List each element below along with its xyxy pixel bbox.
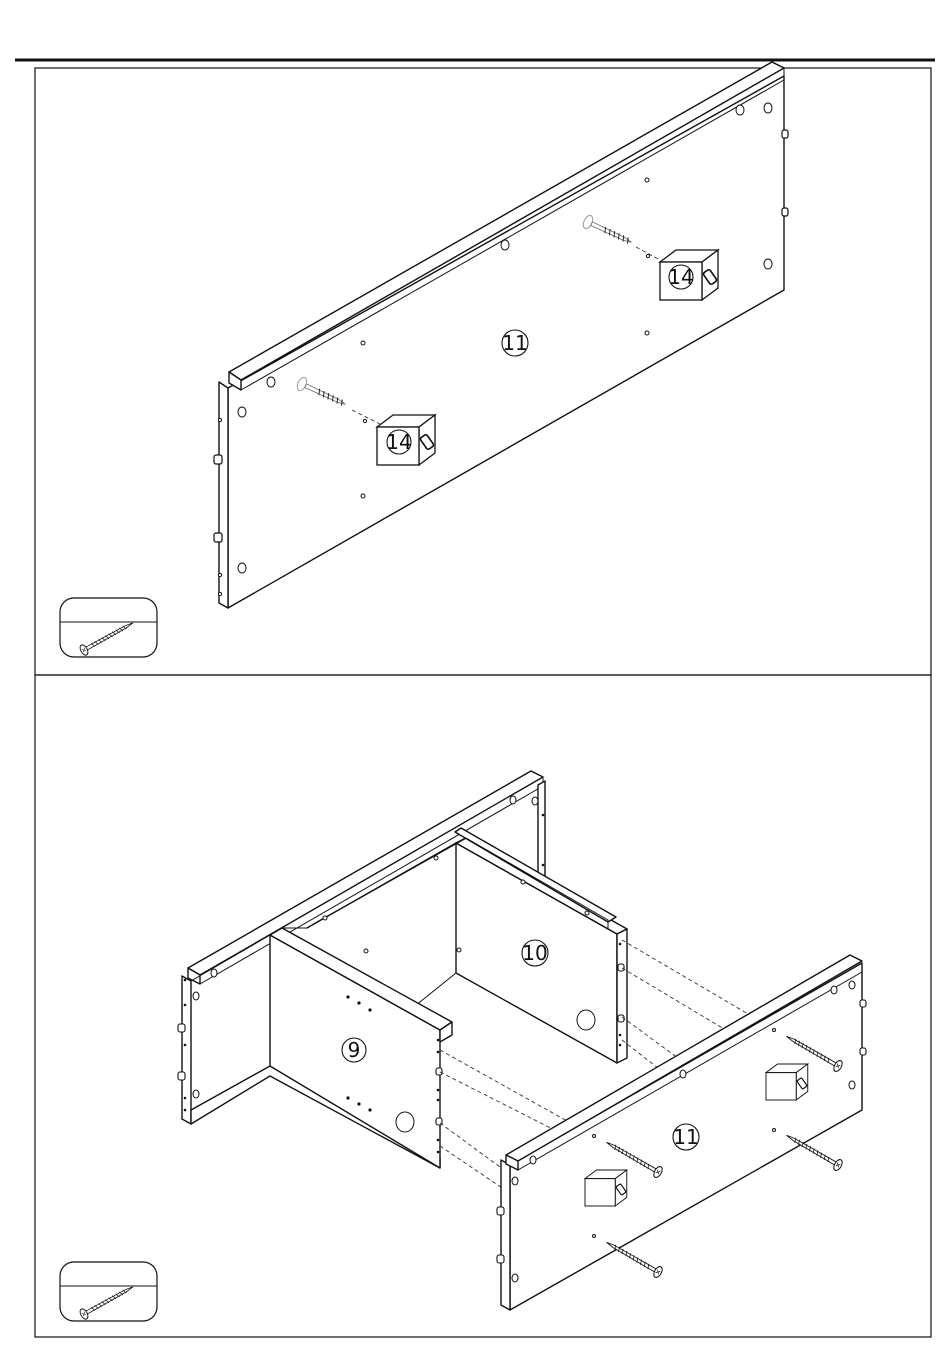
label-panel-main: 11 [502,331,527,355]
cam-block-right: 14 [660,250,718,300]
label-panel-front: 11 [673,1125,698,1149]
cam-block-left: 14 [377,415,435,465]
label-panel-back: 10 [522,941,547,965]
step-1-diagram: 14 14 11 [214,62,788,608]
label-block-left: 14 [386,430,411,454]
hardware-badge-step-1 [60,598,157,657]
label-block-right: 14 [668,265,693,289]
part-callout-11-step-2: 11 [673,1124,699,1150]
part-callout-10: 10 [522,940,548,966]
label-panel-left-side: 9 [348,1038,361,1062]
part-callout-11: 11 [502,330,528,356]
hardware-badge-step-2 [60,1262,157,1321]
step-2-diagram: 9 10 11 [178,771,866,1310]
